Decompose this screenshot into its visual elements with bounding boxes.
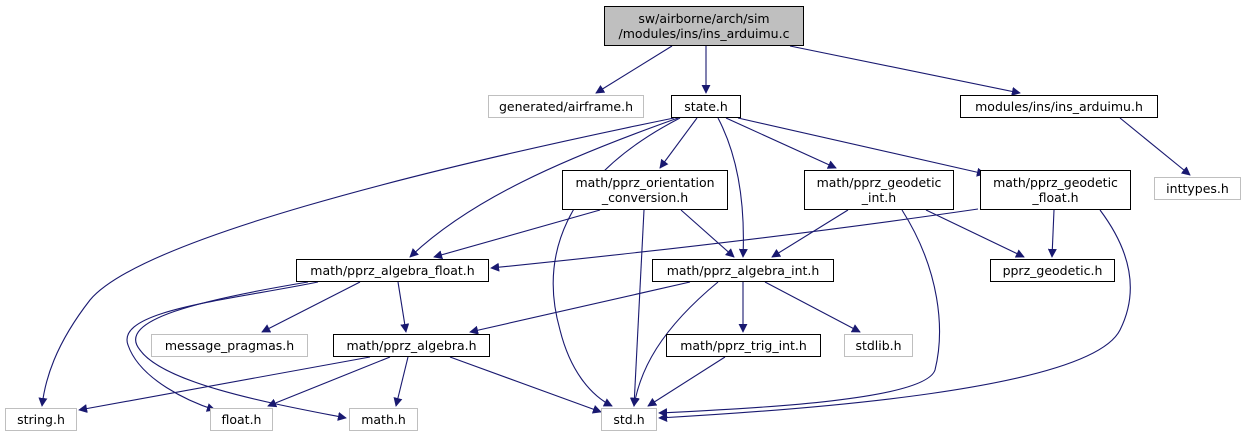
edge-geodetic-int-to-algebra-int	[771, 209, 849, 258]
edge-algebra-to-string	[78, 356, 371, 413]
node-algebra-h[interactable]: math/pprz_algebra.h	[333, 334, 490, 357]
edge-state-to-geodetic-int	[725, 117, 837, 169]
edge-state-to-algebra-float	[409, 117, 679, 258]
node-trig-int-h[interactable]: math/pprz_trig_int.h	[666, 334, 821, 357]
node-label: string.h	[17, 412, 65, 427]
node-label: math/pprz_trig_int.h	[680, 338, 807, 353]
edge-geodetic-float-to-std	[658, 209, 1131, 423]
edge-algebra-int-to-std	[630, 281, 719, 407]
edge-orientation-conversion-to-algebra-float	[433, 209, 601, 260]
edge-trig-int-to-std	[647, 356, 726, 407]
edge-algebra-int-to-algebra	[469, 281, 691, 335]
edge-algebra-float-to-algebra	[397, 281, 410, 333]
node-label: stdlib.h	[855, 338, 902, 353]
node-label-line-1: math/pprz_geodetic	[993, 175, 1118, 190]
node-label-line-1: math/pprz_geodetic	[816, 175, 942, 190]
edge-state-to-orientation-conversion	[659, 117, 698, 169]
edge-algebra-float-to-float	[126, 281, 319, 412]
node-stdlib-h[interactable]: stdlib.h	[844, 334, 913, 357]
edge-root-to-generated-airframe	[595, 45, 673, 94]
node-math-h[interactable]: math.h	[349, 408, 418, 431]
node-label: std.h	[613, 412, 645, 427]
edge-state-to-string	[38, 117, 675, 407]
node-root-ins-arduimu-c[interactable]: sw/airborne/arch/sim /modules/ins/ins_ar…	[604, 6, 804, 46]
node-geodetic-float-h[interactable]: math/pprz_geodetic _float.h	[980, 170, 1131, 210]
edge-state-to-geodetic-float	[737, 117, 986, 177]
dependency-edges	[38, 45, 1191, 423]
node-label: modules/ins/ins_arduimu.h	[975, 99, 1143, 114]
node-label-line-1: sw/airborne/arch/sim	[638, 11, 770, 26]
edge-orientation-conversion-to-std	[629, 209, 645, 407]
node-label-line-2: /modules/ins/ins_arduimu.c	[618, 26, 790, 41]
edge-algebra-int-to-stdlib	[764, 281, 861, 333]
node-label: pprz_geodetic.h	[1002, 263, 1103, 278]
node-label-line-1: math/pprz_orientation	[575, 175, 715, 190]
edge-root-to-ins-arduimu-h	[789, 45, 1021, 96]
edge-geodetic-float-to-algebra-float	[490, 208, 979, 272]
edge-geodetic-int-to-std	[658, 209, 941, 418]
node-label: state.h	[684, 99, 728, 114]
node-pprz-geodetic-h[interactable]: pprz_geodetic.h	[990, 259, 1115, 282]
node-generated-airframe-h[interactable]: generated/airframe.h	[488, 95, 644, 118]
node-label: float.h	[221, 412, 262, 427]
node-label: math/pprz_algebra.h	[346, 338, 477, 353]
node-message-pragmas-h[interactable]: message_pragmas.h	[151, 334, 308, 357]
node-label: message_pragmas.h	[164, 338, 295, 353]
node-label: math/pprz_algebra_float.h	[310, 263, 475, 278]
node-label-line-2: _int.h	[861, 190, 897, 205]
edge-algebra-to-math	[393, 356, 409, 407]
node-inttypes-h[interactable]: inttypes.h	[1154, 177, 1241, 200]
node-std-h[interactable]: std.h	[601, 408, 657, 431]
edge-geodetic-int-to-pprz-geodetic	[925, 209, 1025, 258]
edge-algebra-float-to-message-pragmas	[261, 281, 361, 333]
node-label: math.h	[361, 412, 406, 427]
edge-geodetic-float-to-pprz-geodetic	[1047, 209, 1057, 258]
node-orientation-conversion-h[interactable]: math/pprz_orientation _conversion.h	[562, 170, 728, 210]
edge-state-to-std	[552, 117, 681, 407]
node-label-line-2: _conversion.h	[601, 190, 689, 205]
node-label: generated/airframe.h	[498, 99, 633, 114]
node-ins-arduimu-h[interactable]: modules/ins/ins_arduimu.h	[960, 95, 1158, 118]
node-label: inttypes.h	[1166, 181, 1229, 196]
node-algebra-float-h[interactable]: math/pprz_algebra_float.h	[296, 259, 489, 282]
node-geodetic-int-h[interactable]: math/pprz_geodetic _int.h	[804, 170, 954, 210]
node-string-h[interactable]: string.h	[5, 408, 77, 431]
node-label: math/pprz_algebra_int.h	[666, 263, 820, 278]
node-algebra-int-h[interactable]: math/pprz_algebra_int.h	[652, 259, 834, 282]
edge-algebra-to-float	[267, 356, 391, 408]
edge-algebra-to-std	[449, 356, 602, 414]
node-label-line-2: _float.h	[1032, 190, 1079, 205]
node-state-h[interactable]: state.h	[671, 95, 741, 118]
edge-orientation-conversion-to-algebra-int	[680, 209, 735, 258]
node-float-h[interactable]: float.h	[210, 408, 273, 431]
edge-ins-arduimu-h-to-inttypes	[1119, 117, 1191, 176]
